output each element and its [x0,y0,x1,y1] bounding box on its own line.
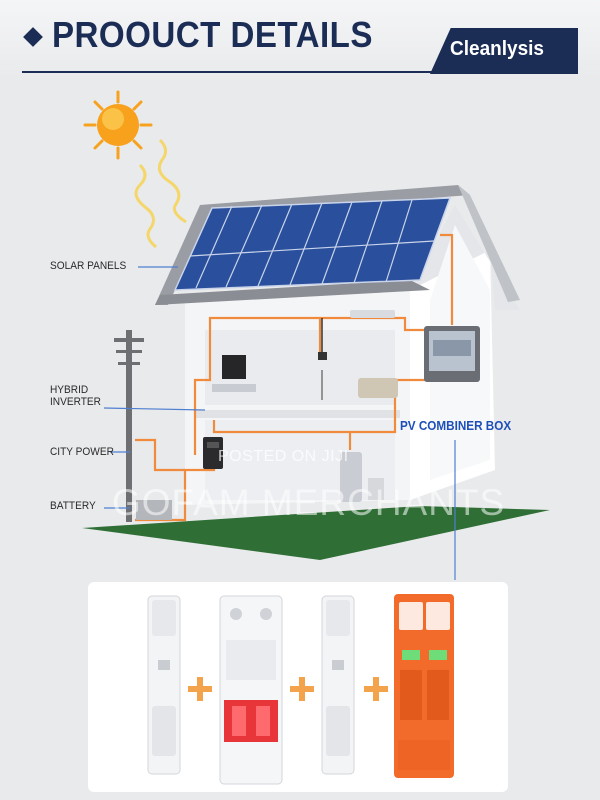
solar-system-diagram [82,90,550,580]
fuse-holder-icon [147,595,181,775]
header-underline [22,71,442,73]
appliance-icon [340,452,384,502]
plus-icon [364,677,388,701]
fuse-holder-icon [321,595,355,775]
leader-lines [103,266,456,580]
computer-icon [212,355,256,392]
header-bar: PROOUCT DETAILS Cleanlysis [0,0,600,80]
lawn [82,506,550,560]
plus-icon [188,677,212,701]
heater-icon [350,310,395,318]
solar-panels-label: SOLAR PANELS [50,260,127,272]
sofa-icon [358,378,398,398]
battery-label: BATTERY [50,500,96,512]
brand-name: Cleanlysis [450,38,545,60]
sun-icon [83,90,153,160]
plus-icon [290,677,314,701]
lamp-icon [318,318,327,400]
watermark-seller: GOFAM MERCHANTS [112,482,506,523]
watermark-posted: POSTED ON JIJI [218,448,349,465]
solar-panel-array [173,197,452,291]
utility-pole [114,330,144,522]
combiner-box-icon [424,326,480,382]
city-power-label: CITY POWER [50,446,114,458]
components-panel [88,582,508,792]
inverter-icon [203,437,223,469]
hybrid-inverter-label: HYBRID INVERTER [50,384,101,408]
roof [155,185,520,305]
brand-badge: Cleanlysis [430,28,578,74]
pv-combiner-box-label: PV COMBINER BOX [400,418,512,433]
components-illustration [147,594,454,785]
diamond-bullet-icon [23,27,43,47]
battery-icon [136,500,172,520]
surge-protector-icon [394,594,454,778]
two-pole-breaker-icon [219,595,283,785]
page-title: PROOUCT DETAILS [52,14,373,55]
